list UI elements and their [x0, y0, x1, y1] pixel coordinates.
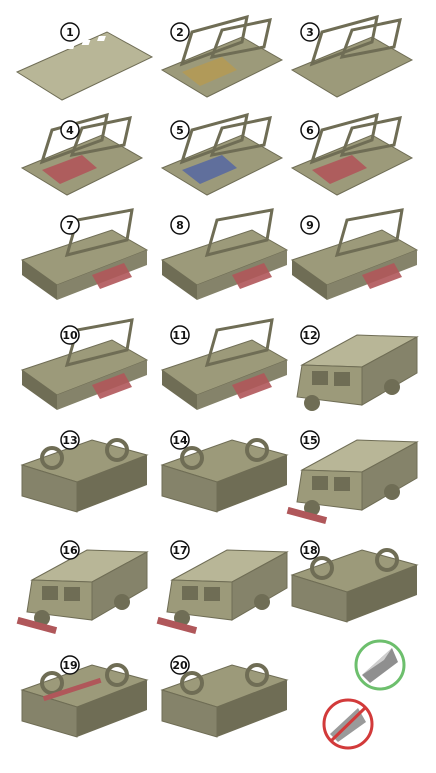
- step-number-6: 6: [306, 124, 314, 137]
- assembly-step-5: 5: [160, 112, 284, 196]
- step-badge-9: [300, 215, 320, 235]
- assembly-step-7: 7: [20, 208, 149, 300]
- step-number-16: 16: [62, 544, 78, 557]
- step-badge-2: [170, 22, 190, 42]
- assembly-step-11: 11: [160, 318, 289, 410]
- step-number-11: 11: [172, 329, 187, 342]
- step-number-4: 4: [66, 124, 74, 137]
- step-number-13: 13: [62, 434, 77, 447]
- step-badge-3: [300, 22, 320, 42]
- step-number-7: 7: [66, 219, 74, 232]
- assembly-step-19: 19: [20, 655, 149, 738]
- assembly-step-20: 20: [160, 655, 289, 738]
- assembly-step-18: 18: [290, 540, 419, 623]
- step-badge-1: [60, 22, 80, 42]
- step-badge-19: [60, 655, 80, 675]
- step-badge-18: [300, 540, 320, 560]
- folded-corner-correct-icon: [362, 648, 398, 683]
- step-badge-6: [300, 120, 320, 140]
- step-badge-16: [60, 540, 80, 560]
- assembly-step-8: 8: [160, 208, 289, 300]
- assembly-step-1: 1: [15, 22, 154, 101]
- step-badge-5: [170, 120, 190, 140]
- step-badge-14: [170, 430, 190, 450]
- legend-incorrect: [322, 698, 374, 750]
- assembly-step-17: 17: [156, 540, 289, 635]
- assembly-step-4: 4: [20, 112, 144, 196]
- step-number-9: 9: [306, 219, 314, 232]
- step-badge-7: [60, 215, 80, 235]
- step-number-14: 14: [172, 434, 188, 447]
- assembly-step-16: 16: [16, 540, 149, 635]
- step-badge-13: [60, 430, 80, 450]
- assembly-step-12: 12: [296, 325, 419, 411]
- step-badge-8: [170, 215, 190, 235]
- step-number-20: 20: [172, 659, 188, 672]
- step-badge-11: [170, 325, 190, 345]
- step-number-19: 19: [62, 659, 77, 672]
- assembly-step-10: 10: [20, 318, 149, 410]
- step-number-1: 1: [66, 26, 74, 39]
- step-badge-4: [60, 120, 80, 140]
- step-number-8: 8: [176, 219, 184, 232]
- step-badge-10: [60, 325, 80, 345]
- legend-correct: [354, 639, 406, 691]
- step-number-3: 3: [306, 26, 314, 39]
- assembly-step-9: 9: [290, 208, 419, 300]
- step-number-15: 15: [302, 434, 317, 447]
- step-number-2: 2: [176, 26, 184, 39]
- step-badge-17: [170, 540, 190, 560]
- assembly-step-2: 2: [160, 14, 284, 98]
- assembly-step-13: 13: [20, 430, 149, 513]
- step-number-18: 18: [302, 544, 317, 557]
- step-number-17: 17: [172, 544, 187, 557]
- assembly-step-3: 3: [290, 14, 414, 98]
- step-badge-12: [300, 325, 320, 345]
- step-badge-20: [170, 655, 190, 675]
- assembly-step-6: 6: [290, 112, 414, 196]
- assembly-step-14: 14: [160, 430, 289, 513]
- step-badge-15: [300, 430, 320, 450]
- step-number-10: 10: [62, 329, 78, 342]
- step-number-5: 5: [176, 124, 184, 137]
- step-number-12: 12: [302, 329, 317, 342]
- assembly-step-15: 15: [286, 430, 419, 525]
